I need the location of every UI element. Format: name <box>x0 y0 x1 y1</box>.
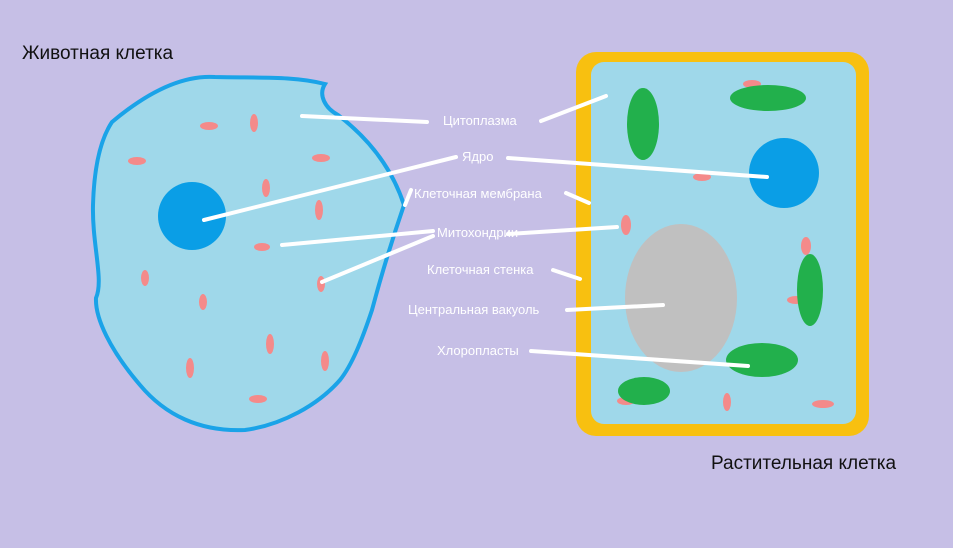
mitochondrion <box>128 157 146 165</box>
mitochondrion <box>693 173 711 181</box>
label-mitochondria: Митохондрии <box>437 225 519 240</box>
chloroplast <box>627 88 659 160</box>
chloroplast <box>726 343 798 377</box>
mitochondrion <box>621 215 631 235</box>
pointer-cytoplasm-plant <box>539 94 608 123</box>
mitochondrion <box>801 237 811 255</box>
mitochondrion <box>723 393 731 411</box>
mitochondrion <box>249 395 267 403</box>
mitochondrion <box>186 358 194 378</box>
pointer-wall <box>551 268 582 281</box>
mitochondrion <box>317 276 325 292</box>
mitochondrion <box>200 122 218 130</box>
label-vacuole: Центральная вакуоль <box>408 302 540 317</box>
pointer-membrane-animal <box>403 188 413 207</box>
pointer-nucleus-plant <box>506 156 769 179</box>
label-nucleus: Ядро <box>462 149 494 164</box>
plant-nucleus <box>749 138 819 208</box>
pointer-lines <box>202 94 769 368</box>
pointer-membrane-plant <box>564 191 591 205</box>
mitochondrion <box>141 270 149 286</box>
animal-cell-title: Животная клетка <box>22 43 174 64</box>
animal-mitochondria <box>128 114 330 403</box>
pointer-chloroplasts <box>529 349 750 368</box>
label-cytoplasm: Цитоплазма <box>443 113 517 128</box>
mitochondrion <box>250 114 258 132</box>
label-chloroplasts: Хлоропласты <box>437 343 519 358</box>
mitochondrion <box>812 400 834 408</box>
label-cell-wall: Клеточная стенка <box>427 262 534 277</box>
pointer-mitochondria-1 <box>280 229 435 247</box>
mitochondrion <box>254 243 270 251</box>
pointer-vacuole <box>565 303 665 312</box>
pointer-nucleus-animal <box>202 155 458 222</box>
mitochondrion <box>312 154 330 162</box>
animal-nucleus <box>158 182 226 250</box>
mitochondrion <box>266 334 274 354</box>
plant-cell-title: Растительная клетка <box>711 453 897 474</box>
mitochondrion <box>321 351 329 371</box>
chloroplasts <box>618 85 823 405</box>
chloroplast <box>618 377 670 405</box>
mitochondrion <box>315 200 323 220</box>
animal-cell <box>90 74 407 433</box>
chloroplast <box>797 254 823 326</box>
label-membrane: Клеточная мембрана <box>414 186 542 201</box>
pointer-cytoplasm-animal <box>300 114 429 124</box>
mitochondrion <box>262 179 270 197</box>
central-vacuole <box>625 224 737 372</box>
mitochondrion <box>199 294 207 310</box>
chloroplast <box>730 85 806 111</box>
animal-cell-membrane <box>90 74 407 433</box>
pointer-mitochondria-2 <box>320 234 435 284</box>
pointer-mitochondria-plant <box>506 225 619 236</box>
plant-cell <box>576 52 869 436</box>
